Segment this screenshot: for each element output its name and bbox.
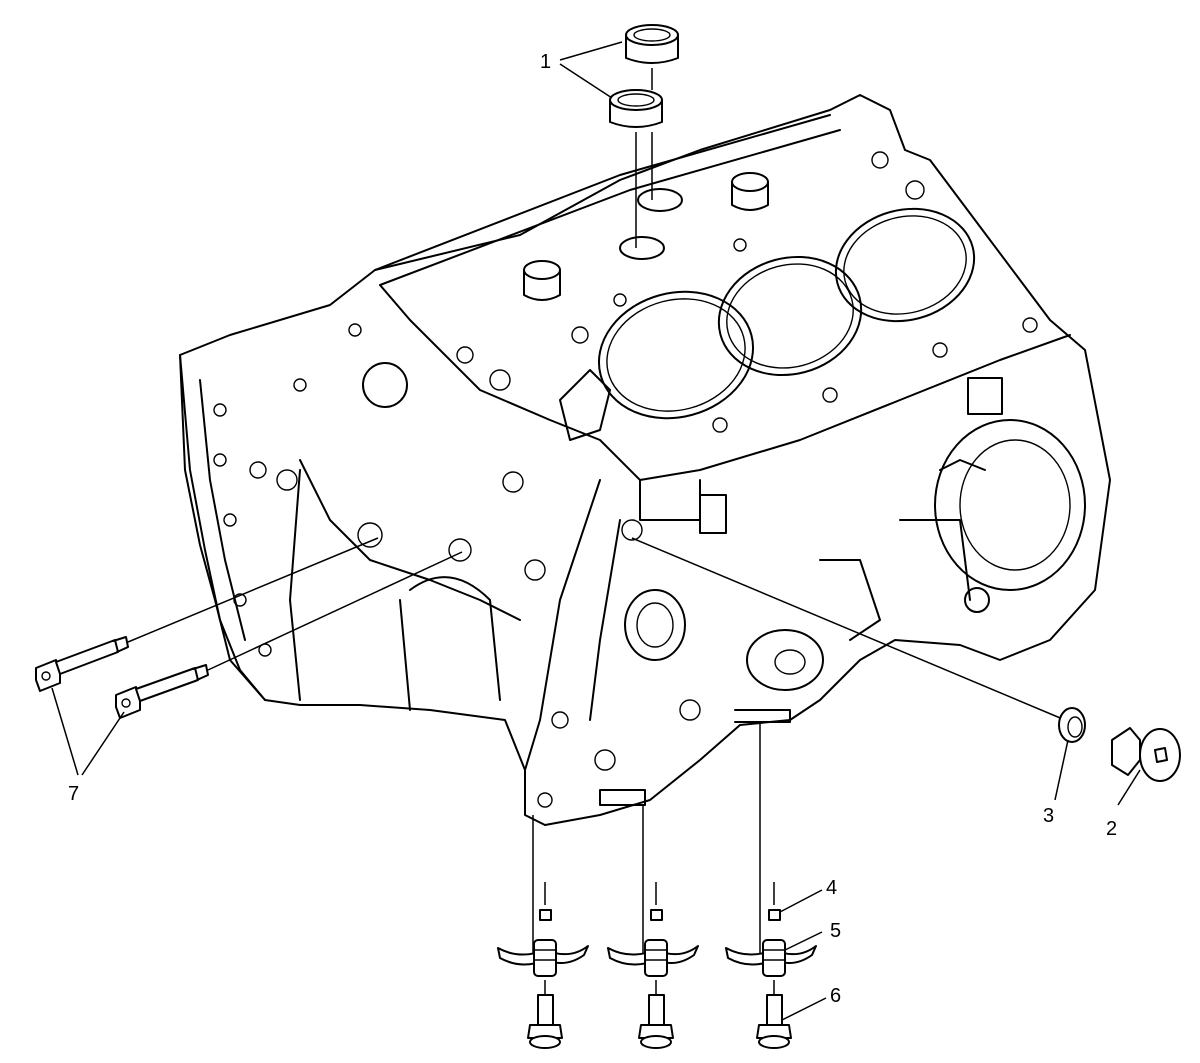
callout-2: 2 [1106, 818, 1117, 840]
dowel-pins [35, 537, 463, 719]
callout-4: 4 [826, 877, 837, 899]
stud-bracket-middle [607, 805, 699, 1049]
stud-bracket-left [497, 815, 589, 1049]
callout-6: 6 [830, 985, 841, 1007]
callout-1: 1 [540, 51, 551, 73]
callout-leaders [51, 41, 1141, 1021]
callout-7: 7 [68, 783, 79, 805]
oil-gallery-plug-and-washer [631, 537, 1181, 782]
engine-block [179, 94, 1111, 826]
stud-bracket-assemblies [497, 722, 817, 1049]
stud-bracket-right [725, 722, 817, 1049]
callout-5: 5 [830, 920, 841, 942]
callout-labels: 1 2 3 4 5 6 7 [68, 51, 1117, 1007]
expansion-cup-plugs [609, 24, 679, 248]
callout-3: 3 [1043, 805, 1054, 827]
